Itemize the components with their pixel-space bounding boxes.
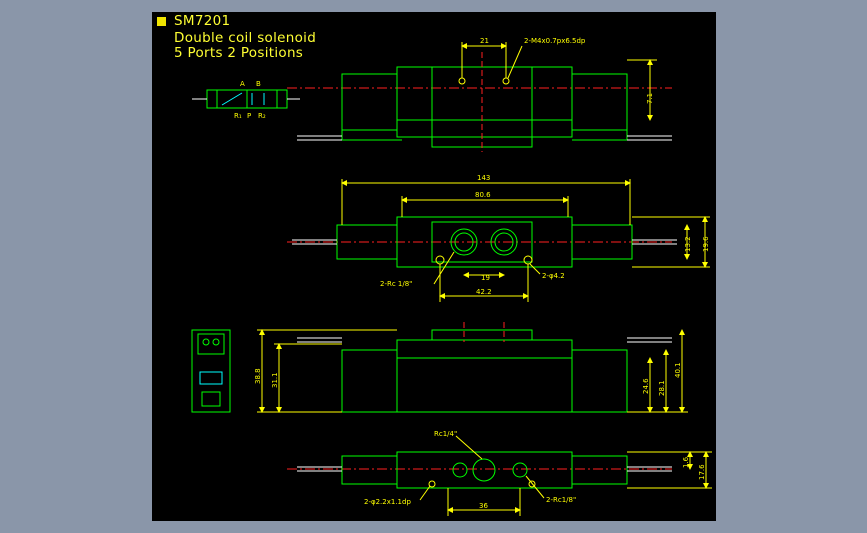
dim-front-right-inner: 24.6: [642, 378, 650, 394]
technical-drawing: A B R₁ P R₂ 21: [191, 37, 712, 516]
dim-front-height-inner: 31.1: [271, 372, 279, 388]
symbol-port-b: B: [256, 80, 261, 88]
title-line-1: Double coil solenoid: [174, 30, 317, 46]
port-callout-side: 2-Rc1/8": [546, 496, 576, 504]
title-marker: [157, 17, 166, 26]
title-line-2: 5 Ports 2 Positions: [174, 45, 304, 61]
dim-port-pitch: 19: [481, 274, 490, 282]
dim-top-height: 7.1: [646, 93, 654, 104]
pin-callout: 2-φ2.2x1.1dp: [364, 498, 411, 506]
dim-bottom-small: 1.6: [682, 456, 690, 468]
plan-view: 143 80.6 13.2 19.6 19 42.2 2-Rc 1/8" 2-: [287, 174, 710, 302]
symbol-port-r1: R₁: [234, 112, 242, 120]
top-view: 21 2-M4x0.7px6.5dp 7.1: [287, 37, 672, 152]
dim-hole-pitch: 42.2: [476, 288, 492, 296]
dim-front-right-mid: 28.1: [658, 380, 666, 396]
symbol-port-p: P: [247, 112, 251, 120]
valve-symbol: A B R₁ P R₂: [192, 80, 300, 120]
hole-callout: 2-φ4.2: [542, 272, 565, 280]
thread-callout: 2-M4x0.7px6.5dp: [524, 37, 586, 45]
front-view: 38.8 31.1 24.6 28.1 40.1: [254, 322, 688, 413]
bottom-view: Rc1/4" 2-Rc1/8" 2-φ2.2x1.1dp 36 1.6 17.6: [287, 430, 712, 516]
model-number: SM7201: [174, 13, 231, 29]
dim-front-right-outer: 40.1: [674, 362, 682, 378]
dim-body: 80.6: [475, 191, 491, 199]
dim-depth-inner: 13.2: [684, 236, 692, 252]
dim-top-width: 21: [480, 37, 489, 45]
dim-depth-outer: 19.6: [702, 236, 710, 252]
port-callout: 2-Rc 1/8": [380, 280, 412, 288]
end-view: [191, 329, 231, 413]
dim-overall: 143: [477, 174, 490, 182]
symbol-port-r2: R₂: [258, 112, 266, 120]
dim-front-height-outer: 38.8: [254, 368, 262, 384]
dim-bottom-pitch: 36: [479, 502, 488, 510]
dim-bottom-right: 17.6: [698, 464, 706, 480]
symbol-port-a: A: [240, 80, 245, 88]
drawing-canvas: A B R₁ P R₂ 21: [152, 12, 716, 521]
port-callout-main: Rc1/4": [434, 430, 457, 438]
